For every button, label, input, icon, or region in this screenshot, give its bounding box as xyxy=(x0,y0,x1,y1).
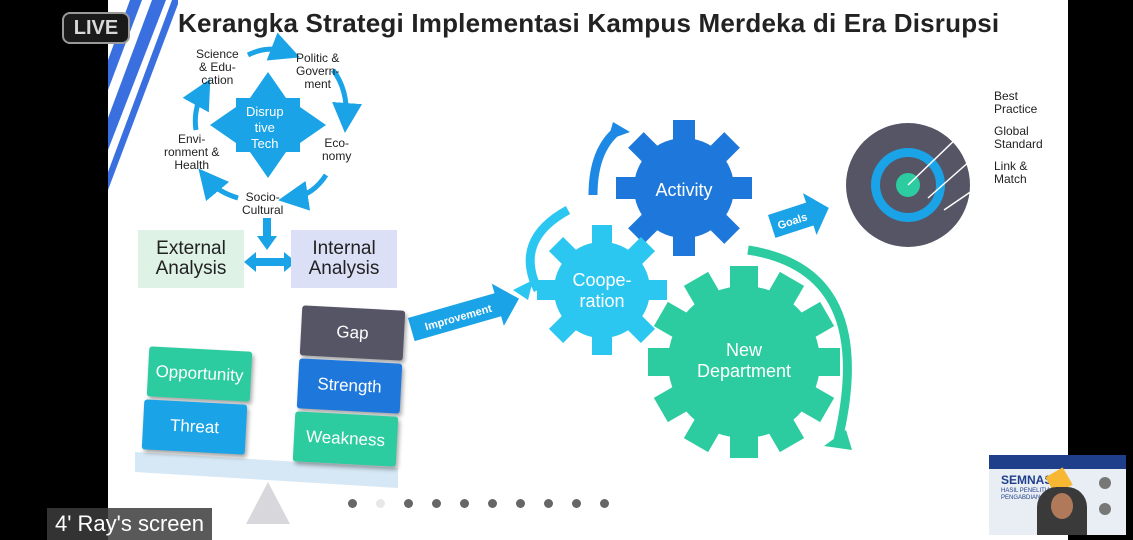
label-best-practice: Best Practice xyxy=(994,89,1038,116)
pagination-dot[interactable] xyxy=(432,499,441,508)
gear-cooperation-label: Coope- ration xyxy=(572,270,632,311)
label-link-match: Link & Match xyxy=(994,159,1028,186)
threat-tile: Threat xyxy=(141,399,248,455)
double-arrow xyxy=(244,252,296,272)
pagination-dot[interactable] xyxy=(376,499,385,508)
down-arrow xyxy=(257,218,277,250)
weakness-tile: Weakness xyxy=(292,411,399,467)
strategy-diagram: Improvement Goals xyxy=(135,32,989,524)
external-analysis-box: External Analysis xyxy=(138,230,244,288)
fulcrum xyxy=(246,482,290,524)
gear-new-department-shape xyxy=(648,266,840,458)
thumbnail-title: SEMNAS xyxy=(1001,473,1053,487)
disruptive-tech-cross xyxy=(210,72,326,178)
decorative-stripes xyxy=(108,0,178,190)
label-politic-government: Politic & Govern- ment xyxy=(296,51,340,91)
internal-analysis-box: Internal Analysis xyxy=(291,230,397,288)
gear-activity-shape xyxy=(616,120,752,256)
presentation-slide: Kerangka Strategi Implementasi Kampus Me… xyxy=(108,0,1068,540)
pagination-dot[interactable] xyxy=(460,499,469,508)
pagination-dot[interactable] xyxy=(544,499,553,508)
target-icon xyxy=(846,107,989,247)
live-badge: LIVE xyxy=(62,12,130,44)
gap-tile: Gap xyxy=(299,305,406,361)
arrowhead-new-department xyxy=(824,430,852,450)
pagination-dot[interactable] xyxy=(488,499,497,508)
balance-beam xyxy=(135,452,398,488)
label-disruptive-tech: Disrup tive Tech xyxy=(246,104,284,151)
strength-tile: Strength xyxy=(296,358,403,414)
label-socio-cultural: Socio- Cultural xyxy=(242,190,284,217)
speaker-photo-1 xyxy=(1099,477,1111,489)
screen-share-label: 4' Ray's screen xyxy=(47,508,213,540)
opportunity-tile: Opportunity xyxy=(146,346,253,402)
label-global-standard: Global Standard xyxy=(994,124,1043,151)
pagination-dot[interactable] xyxy=(404,499,413,508)
gear-new-department-label: New Department xyxy=(696,340,792,381)
label-environment-health: Envi- ronment & Health xyxy=(164,132,220,172)
slide-title: Kerangka Strategi Implementasi Kampus Me… xyxy=(178,8,1000,38)
gear-activity-label: Activity xyxy=(655,180,713,200)
speaker-photo-2 xyxy=(1099,503,1111,515)
pagination-dot[interactable] xyxy=(572,499,581,508)
pagination-dot[interactable] xyxy=(516,499,525,508)
presenter-avatar xyxy=(1037,487,1087,535)
goals-arrow: Goals xyxy=(768,193,829,238)
slide-pagination[interactable] xyxy=(348,499,609,508)
gear-cooperation-shape xyxy=(537,225,667,355)
disruption-cycle-arrows xyxy=(182,32,363,211)
pagination-dot[interactable] xyxy=(600,499,609,508)
label-science-education: Science & Edu- cation xyxy=(196,47,239,87)
pagination-dot[interactable] xyxy=(348,499,357,508)
presenter-video-thumbnail[interactable]: SEMNAS HASIL PENELITIAN PENGABDIAN 20 xyxy=(989,455,1126,535)
improvement-arrow: Improvement xyxy=(408,283,519,342)
label-economy: Eco- nomy xyxy=(322,136,352,163)
arrowhead-activity xyxy=(608,122,630,140)
thumbnail-header xyxy=(989,455,1126,469)
arrowhead-cooperation xyxy=(513,280,533,300)
